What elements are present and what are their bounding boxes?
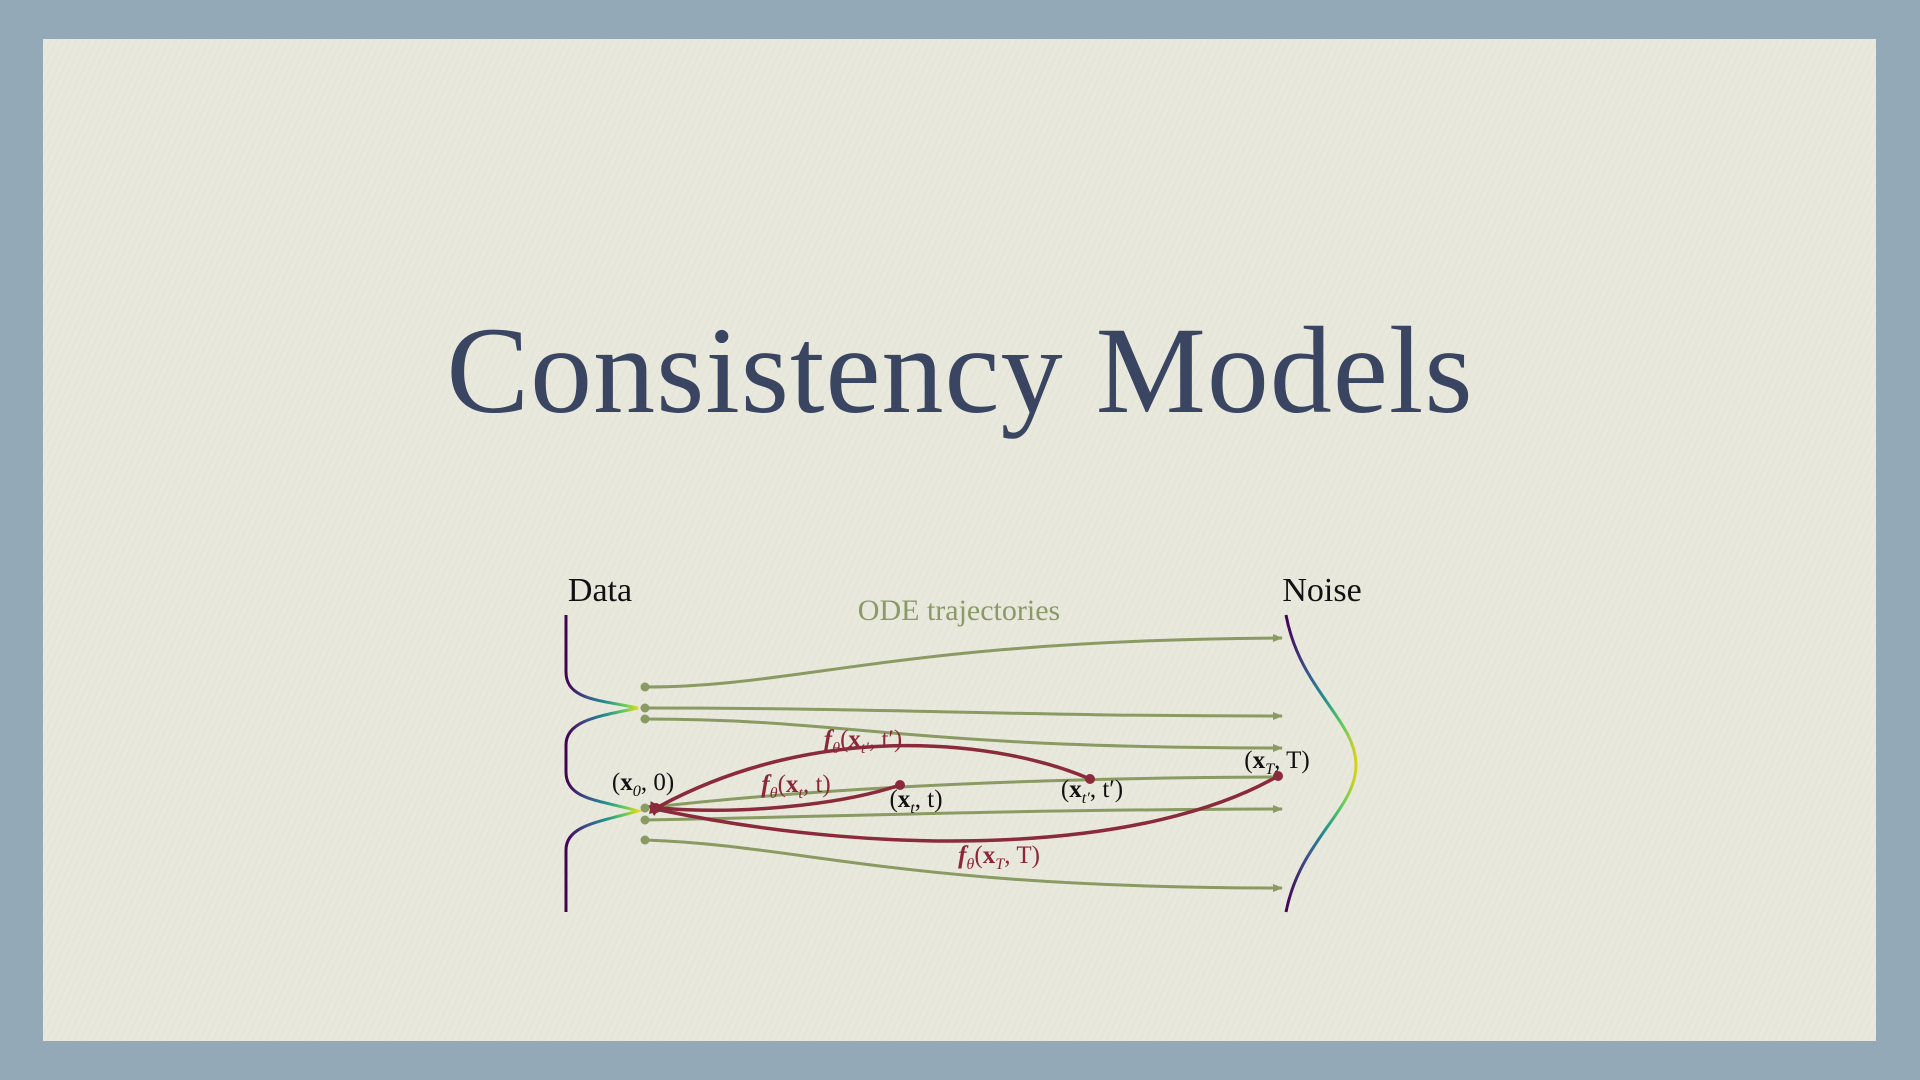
map-label-xt: fθ(xt, t) <box>761 771 831 802</box>
data-label: Data <box>567 572 633 609</box>
point-x0 <box>651 803 661 813</box>
start-dot <box>640 714 650 724</box>
start-dot <box>640 803 650 813</box>
ode-trajectory <box>644 805 1283 822</box>
consistency-map-xt <box>649 783 901 814</box>
noise-label: Noise <box>1282 572 1362 609</box>
ode-trajectory <box>644 706 1283 720</box>
start-dot <box>640 682 650 692</box>
ode-trajectory <box>644 775 1283 810</box>
start-dot <box>640 815 650 825</box>
point-xtp <box>1085 774 1095 784</box>
ode-trajectory <box>644 634 1283 689</box>
map-label-xtp: fθ(xt′, t′) <box>823 726 903 757</box>
point-xt <box>895 780 905 790</box>
ode-trajectory <box>644 717 1283 752</box>
point-label-xtp: (xt′, t′) <box>1060 776 1124 807</box>
point-label-xT: (xT, T) <box>1244 747 1310 778</box>
map-label-xT: fθ(xT, T) <box>958 842 1040 873</box>
start-dot <box>640 835 650 845</box>
consistency-map-xtp <box>648 743 1091 817</box>
point-label-xt: (xt, t) <box>889 786 943 817</box>
point-label-x0: (x0, 0) <box>611 769 675 800</box>
slide-panel <box>43 39 1876 1041</box>
noise-density-curve <box>1284 614 1358 913</box>
point-xT <box>1273 771 1283 781</box>
ode-trajectory <box>644 838 1283 892</box>
slide-title: Consistency Models <box>446 302 1474 439</box>
start-dot <box>640 703 650 713</box>
consistency-map-xT <box>648 774 1279 843</box>
data-density-curve <box>564 615 644 912</box>
ode-trajectories-label: ODE trajectories <box>857 594 1061 627</box>
